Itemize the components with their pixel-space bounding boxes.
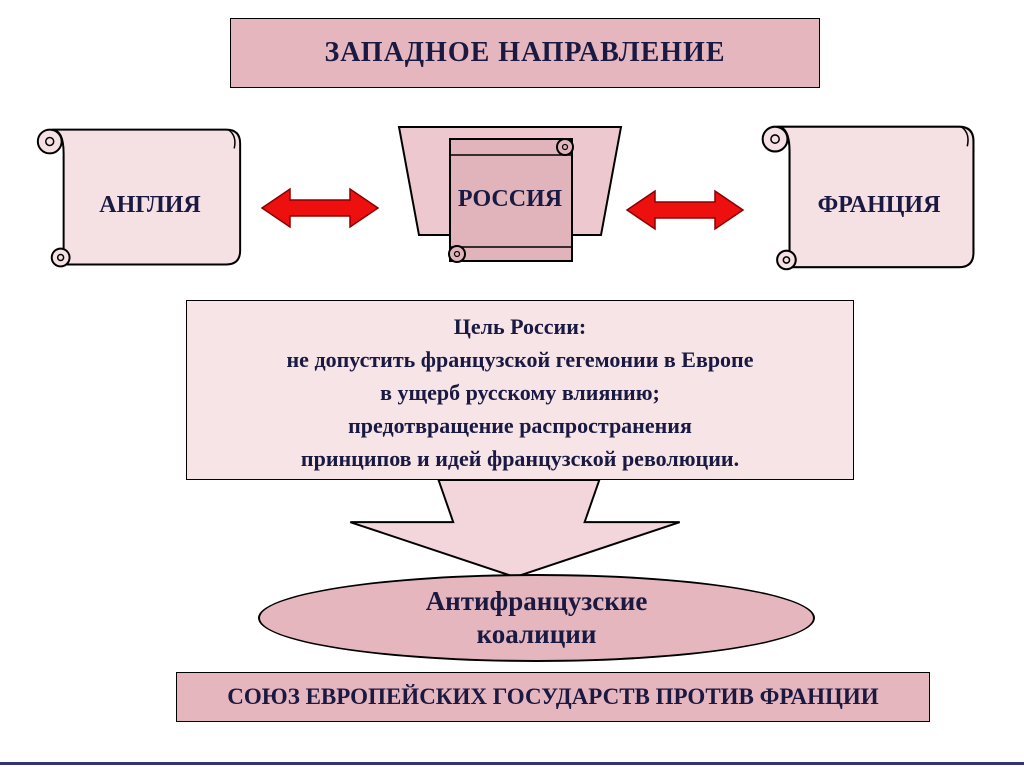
footer-box: СОЮЗ ЕВРОПЕЙСКИХ ГОСУДАРСТВ ПРОТИВ ФРАНЦ… (176, 672, 930, 722)
node-label-england: АНГЛИЯ (99, 191, 201, 218)
node-label-france: ФРАНЦИЯ (817, 191, 941, 218)
goal-line: принципов и идей французской революции. (300, 446, 740, 471)
title-box: ЗАПАДНОЕ НАПРАВЛЕНИЕ (230, 18, 820, 88)
node-england: АНГЛИЯ (18, 116, 256, 282)
bottom-rule (0, 762, 1024, 765)
footer-label: СОЮЗ ЕВРОПЕЙСКИХ ГОСУДАРСТВ ПРОТИВ ФРАНЦ… (227, 684, 879, 709)
node-russia: РОССИЯ (395, 116, 625, 268)
coalition-label-line2: коалиции (476, 619, 597, 649)
double-arrow-england-russia-icon (258, 186, 382, 230)
node-label-russia: РОССИЯ (457, 185, 563, 212)
down-arrow-icon (349, 479, 681, 579)
coalition-label-line1: Антифранцузские (425, 586, 648, 616)
coalition-ellipse: Антифранцузские коалиции (258, 574, 815, 662)
goal-box: Цель России: не допустить французской ге… (186, 300, 854, 480)
goal-line: Цель России: (453, 314, 587, 339)
goal-line: в ущерб русскому влиянию; (380, 380, 660, 405)
goal-line: предотвращение распространения (348, 413, 692, 438)
double-arrow-russia-france-icon (622, 188, 748, 232)
node-france: ФРАНЦИЯ (742, 116, 990, 282)
page-title: ЗАПАДНОЕ НАПРАВЛЕНИЕ (324, 37, 726, 68)
goal-line: не допустить французской гегемонии в Евр… (286, 347, 754, 372)
